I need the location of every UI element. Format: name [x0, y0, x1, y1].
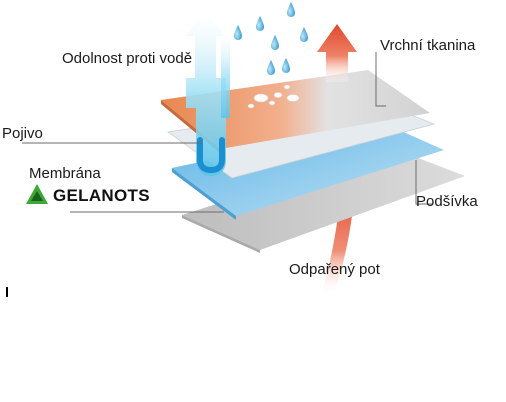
label-outer-fabric: Vrchní tkanina [380, 37, 476, 54]
water-drop-icon [287, 2, 295, 17]
water-drop-icon [267, 60, 275, 75]
membrane-layer [172, 123, 444, 216]
water-drop-icon [256, 16, 264, 31]
leader-lines [22, 52, 432, 213]
water-drop-icon [300, 27, 308, 42]
label-binder: Pojivo [2, 125, 43, 142]
water-drop-icon [282, 58, 290, 73]
water-drops [234, 2, 308, 75]
label-water-resistance: Odolnost proti vodě [62, 50, 193, 67]
triangle-logo-icon [26, 184, 48, 204]
label-membrane: Membrána [29, 165, 101, 182]
arrow-up-icon [322, 200, 354, 292]
surface-droplets [247, 84, 300, 109]
label-evaporated-sweat: Odpařený pot [289, 261, 380, 278]
lining-layer [182, 148, 465, 250]
label-lining: Podšívka [416, 193, 478, 210]
arrow-down-icon [185, 12, 226, 176]
water-drop-icon [271, 35, 279, 50]
text-cursor [6, 287, 8, 297]
outer-fabric-layer [161, 70, 430, 149]
arrow-up-icon [317, 24, 357, 82]
brand-name: GELANOTS [53, 186, 150, 205]
water-drop-icon [234, 25, 242, 40]
